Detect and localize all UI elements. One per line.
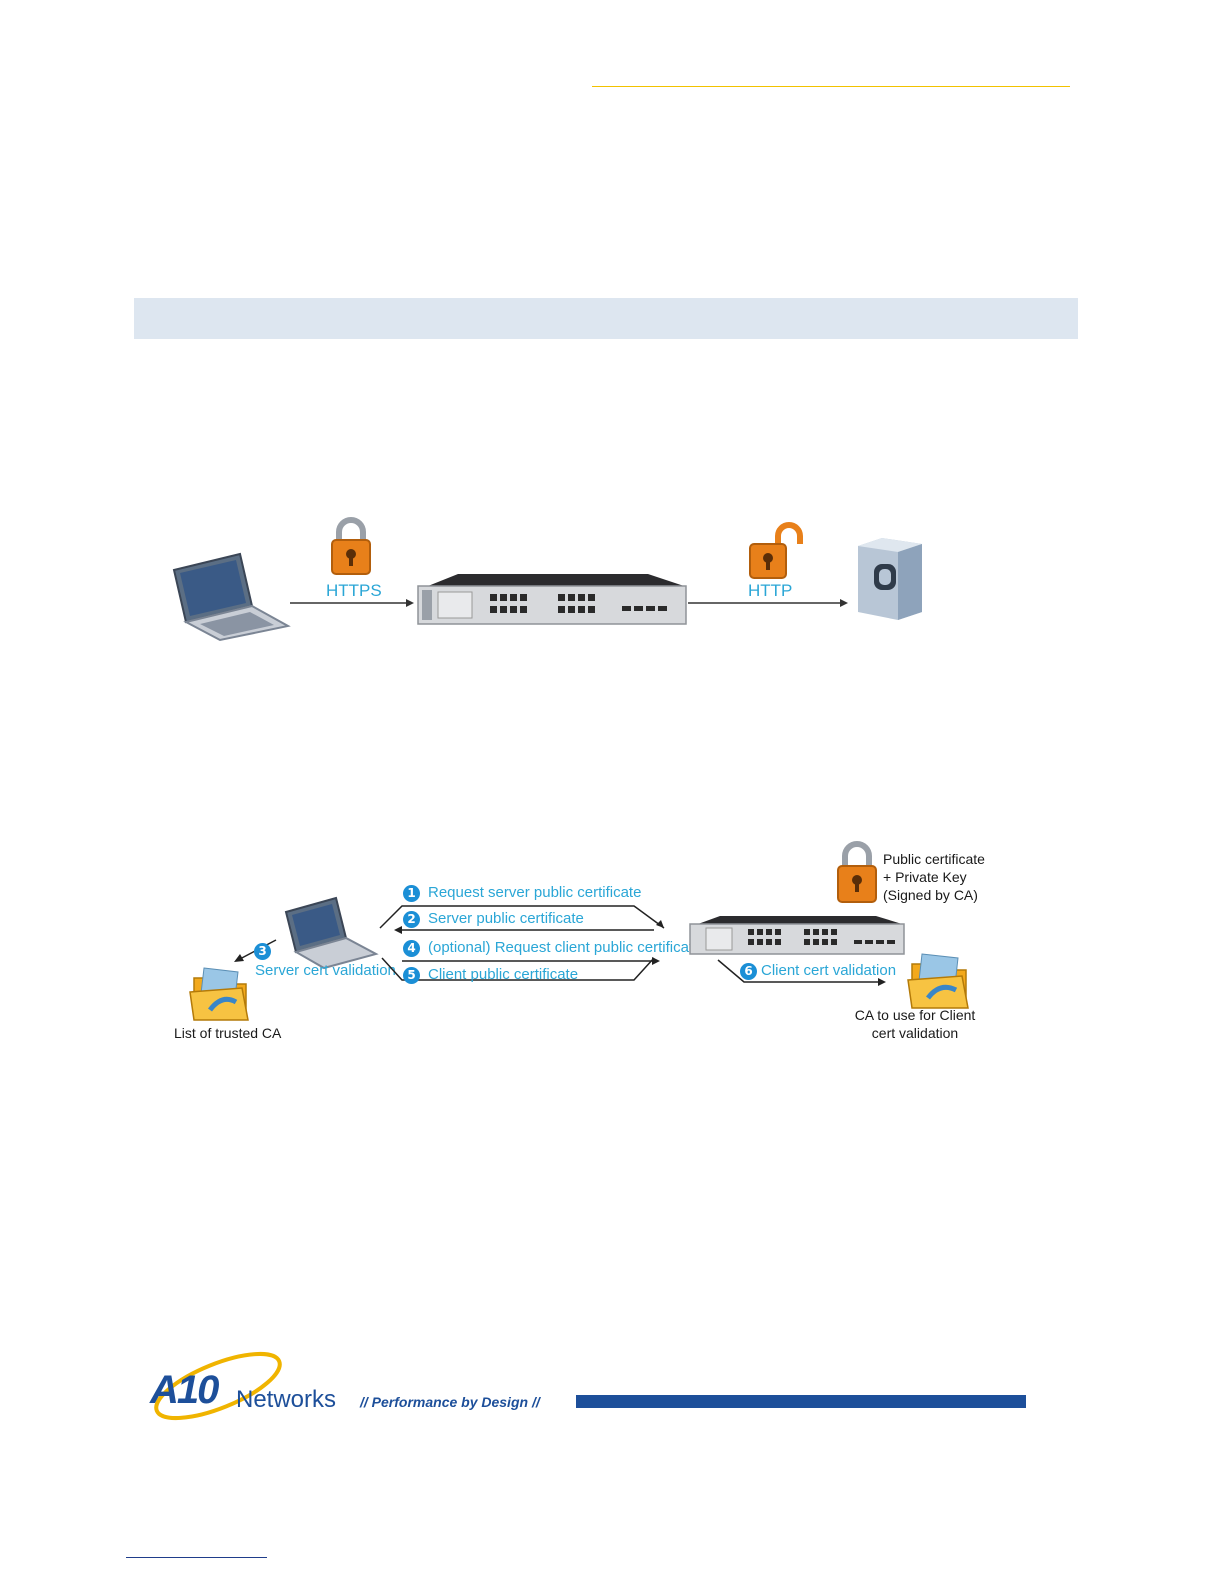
http-label: HTTP bbox=[748, 581, 793, 600]
step-2: 2 Server public certificate bbox=[403, 910, 584, 928]
logo-bar bbox=[576, 1395, 1026, 1408]
client-ca-label-line1: CA to use for Client bbox=[854, 1007, 976, 1023]
cert-note-line1: Public certificate bbox=[883, 851, 985, 867]
certificate-padlock-icon bbox=[837, 841, 877, 903]
logo-swoosh-icon bbox=[154, 1351, 282, 1421]
step-3-badge: 3 bbox=[254, 943, 271, 960]
step-4-badge: 4 bbox=[403, 939, 420, 957]
client-ca-label-line2: cert validation bbox=[871, 1025, 959, 1041]
trusted-ca-label: List of trusted CA bbox=[174, 1025, 282, 1041]
logo-word: Networks bbox=[236, 1386, 337, 1413]
https-label: HTTPS bbox=[326, 581, 382, 600]
step-5-badge: 5 bbox=[403, 966, 420, 984]
step-1: 1 Request server public certificate bbox=[403, 884, 641, 902]
step-1-badge: 1 bbox=[403, 884, 420, 902]
footer-rule bbox=[126, 1557, 267, 1558]
step-5: 5 Client public certificate bbox=[403, 966, 578, 984]
figure-ssl-offload: HTTPS HTTP bbox=[160, 510, 940, 650]
client-ca-folder-icon bbox=[907, 953, 969, 1009]
handshake-arrows bbox=[379, 905, 665, 981]
step-3-label: Server cert validation bbox=[255, 962, 396, 979]
step-6: 6 Client cert validation bbox=[740, 962, 896, 980]
step-6-label: Client cert validation bbox=[761, 962, 897, 979]
step-5-label: Client public certificate bbox=[428, 966, 579, 983]
step-6-badge: 6 bbox=[740, 962, 757, 980]
footer-logo: A10 Networks // Performance by Design // bbox=[148, 1344, 1028, 1426]
unlocked-padlock-icon bbox=[749, 522, 803, 579]
logo-tagline: // Performance by Design // bbox=[360, 1394, 540, 1410]
client-laptop-icon bbox=[284, 896, 379, 970]
laptop-icon bbox=[172, 552, 291, 642]
step-4-label: (optional) Request client public certifi… bbox=[428, 939, 702, 956]
logo-mark: A10 bbox=[150, 1368, 219, 1412]
arrow-client-cert-validation bbox=[717, 959, 886, 986]
adc-appliance-icon bbox=[689, 916, 905, 955]
step-2-label: Server public certificate bbox=[428, 910, 584, 927]
trusted-ca-folder-icon bbox=[189, 967, 249, 1021]
server-icon bbox=[858, 538, 922, 620]
arrow-adc-to-server bbox=[688, 599, 848, 607]
cert-note-line2: + Private Key bbox=[883, 869, 967, 885]
arrow-client-to-adc bbox=[290, 599, 414, 607]
step-4: 4 (optional) Request client public certi… bbox=[403, 939, 701, 957]
header-rule bbox=[592, 86, 1070, 87]
adc-appliance-icon bbox=[417, 574, 687, 625]
section-heading-band bbox=[134, 298, 1078, 339]
locked-padlock-icon bbox=[331, 517, 371, 575]
step-2-badge: 2 bbox=[403, 910, 420, 928]
step-1-label: Request server public certificate bbox=[428, 884, 642, 901]
figure-ssl-handshake: 3 Server cert validation List of trusted… bbox=[160, 840, 1000, 1050]
cert-note-line3: (Signed by CA) bbox=[883, 887, 978, 903]
